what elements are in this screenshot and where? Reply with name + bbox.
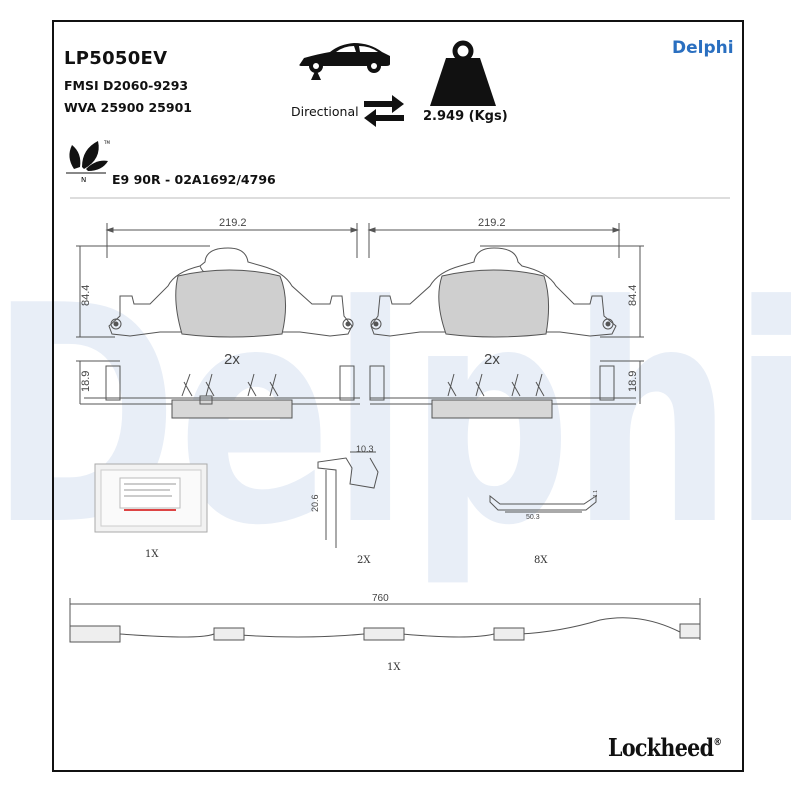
clip-width-label: 10.3 [356, 444, 374, 454]
grease-sachet [94, 463, 208, 533]
datasheet-frame [52, 20, 744, 772]
pad-height-label-left: 84.4 [80, 285, 92, 306]
pad-thickness-label-left: 18.9 [80, 371, 92, 392]
product-code: LP5050EV [64, 48, 168, 69]
pad-height-label-right: 84.4 [627, 285, 639, 306]
pad-qty-right: 2x [484, 351, 500, 368]
pad-width-label-left: 219.2 [219, 217, 247, 229]
weight-icon [430, 40, 496, 106]
grease-qty-label: 1X [145, 549, 159, 560]
lockheed-logo: Lockheed® [608, 733, 722, 762]
car-lift-icon [299, 43, 390, 80]
eco-mark-letter: N [81, 176, 86, 184]
weight-value: 2.949 (Kgs) [423, 109, 508, 124]
shim-plate [489, 494, 597, 513]
lockheed-logo-text: Lockheed [608, 733, 714, 762]
delphi-logo: Delphi [672, 38, 734, 58]
spring-clip [317, 451, 379, 548]
sensor-length-label: 760 [372, 593, 389, 604]
wva-number: WVA 25900 25901 [64, 100, 192, 115]
registered-mark: ® [713, 737, 722, 748]
eco-tm-mark: TM [103, 140, 110, 145]
pad-thickness-label-right: 18.9 [627, 371, 639, 392]
clip-qty-label: 2X [357, 555, 371, 566]
sensor-qty-label: 1X [387, 662, 401, 673]
shim-qty-label: 8X [534, 555, 548, 566]
directional-arrows-icon [364, 95, 404, 127]
pad-width-label-right: 219.2 [478, 217, 506, 229]
shim-height-label: 1.1 [593, 490, 599, 497]
clip-height-label: 20.6 [310, 494, 320, 512]
pad-qty-left: 2x [224, 351, 240, 368]
ece-approval: E9 90R - 02A1692/4796 [112, 172, 276, 187]
directional-label: Directional [291, 104, 359, 119]
eco-leaves-icon: N TM [66, 140, 110, 184]
header-separator [70, 197, 730, 199]
wear-sensor [69, 598, 701, 643]
shim-width-label: 50.3 [526, 514, 540, 521]
fmsi-number: FMSI D2060-9293 [64, 78, 189, 93]
